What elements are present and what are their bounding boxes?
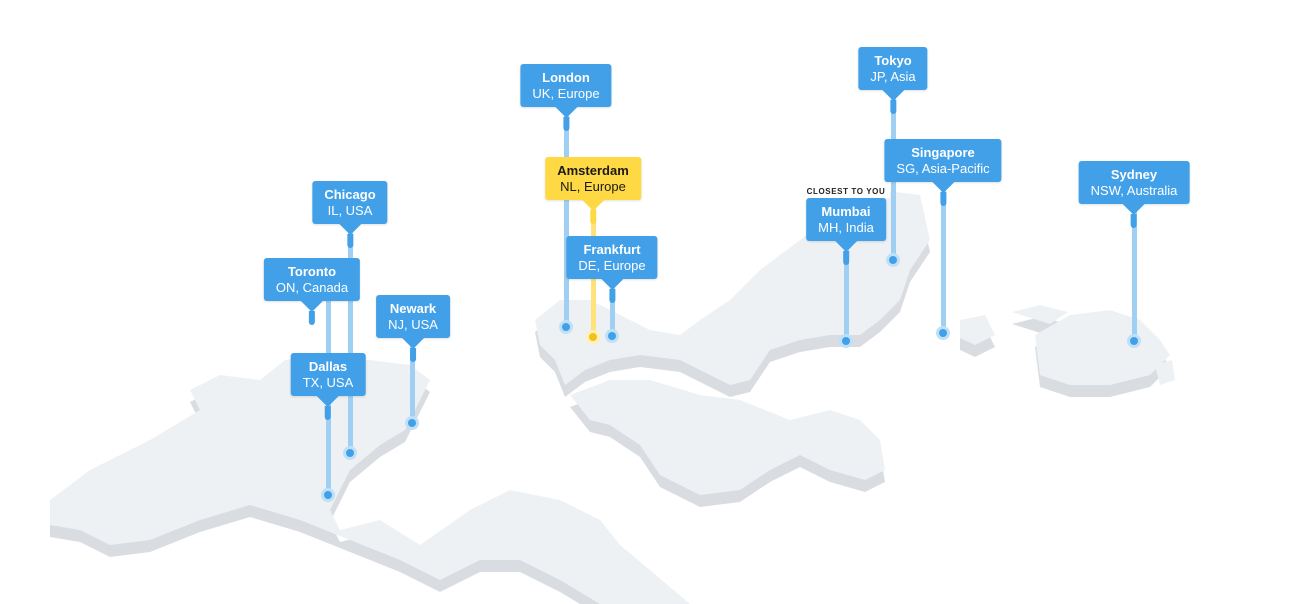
location-dot [608,332,616,340]
city-name: Singapore [911,145,975,160]
city-name: Frankfurt [583,242,641,257]
location-dot [589,333,597,341]
pin-pointer [930,181,955,193]
pin-pointer [401,337,425,349]
region-name: JP, Asia [870,69,916,84]
region-name: UK, Europe [532,86,600,101]
city-name: London [542,70,590,85]
region-name: TX, USA [302,375,354,390]
pin-line [843,240,849,341]
location-dot [346,449,354,457]
pin-stem [410,348,416,362]
region-name: IL, USA [327,203,373,218]
closest-to-you-badge: CLOSEST TO YOU [802,185,890,198]
region-name: MH, India [818,220,874,235]
region-name: NL, Europe [560,179,626,194]
location-dot [939,329,947,337]
city-name: Tokyo [874,53,912,68]
pin-pointer [337,223,362,235]
pin-stem [324,406,331,420]
location-dot [1130,337,1138,345]
pin-pointer [833,240,858,252]
pin-stem [562,117,569,131]
city-name: Sydney [1110,167,1158,182]
pin-stem [889,100,896,114]
location-dot [842,337,850,345]
location-dot [562,323,570,331]
pin-stem [346,234,353,248]
pin-line [347,223,353,453]
location-dot [408,419,416,427]
pin-pointer [581,199,605,211]
region-name: ON, Canada [275,280,349,295]
region-name: NSW, Australia [1090,183,1178,198]
city-name: Mumbai [821,204,871,219]
pin-pointer [299,300,324,312]
location-dot [324,491,332,499]
pin-stem [308,311,315,325]
pin-line [609,278,615,336]
location-dot [889,256,897,264]
region-name: NJ, USA [388,317,438,332]
pin-line [409,337,415,423]
pin-line [563,106,569,327]
region-name: SG, Asia-Pacific [896,161,990,176]
pin-pointer [553,106,578,118]
city-name: Dallas [308,359,348,374]
pin-line [1131,203,1137,341]
pin-line [325,395,331,495]
pin-stem [842,251,849,265]
pin-line [940,181,946,333]
pin-pointer [599,278,624,290]
pin-stem [590,210,596,224]
city-name: Toronto [287,264,337,279]
region-name: DE, Europe [578,258,646,273]
pin-pointer [315,395,340,407]
pin-stem [939,192,946,206]
pin-stem [608,289,615,303]
pin-stem [1130,214,1137,228]
pin-pointer [1121,203,1146,215]
pin-pointer [880,89,905,101]
city-name: Amsterdam [557,163,629,178]
city-name: Chicago [324,187,376,202]
city-name: Newark [389,301,437,316]
